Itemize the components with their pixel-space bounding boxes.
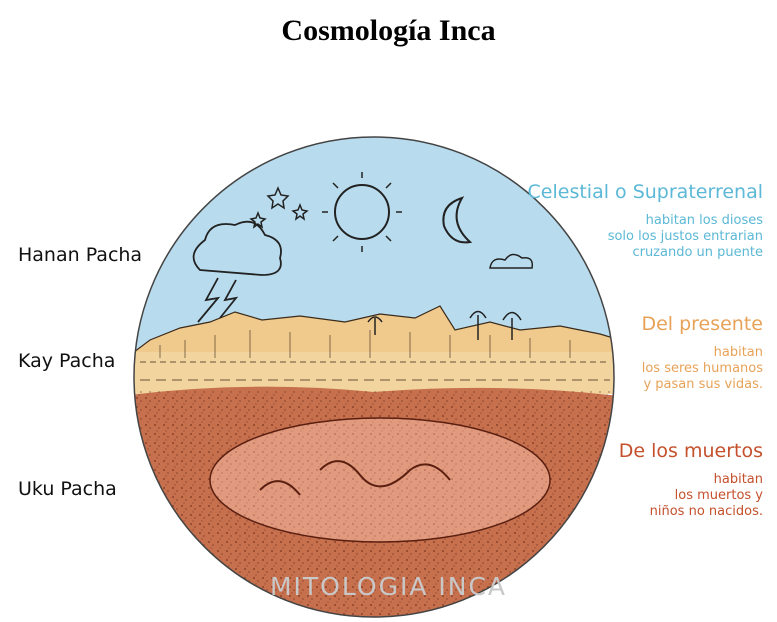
level-info-uku-pacha: De los muertos habitan los muertos y niñ… xyxy=(503,440,763,520)
description-line: y pasan sus vidas. xyxy=(503,377,763,393)
level-name-uku-pacha: Uku Pacha xyxy=(18,478,117,500)
description-line: los seres humanos xyxy=(503,361,763,377)
level-heading: De los muertos xyxy=(503,440,763,462)
description-line: cruzando un puente xyxy=(503,245,763,261)
description-line: habitan xyxy=(503,472,763,488)
description-line: los muertos y xyxy=(503,488,763,504)
level-description: habitan los seres humanos y pasan sus vi… xyxy=(503,345,763,393)
level-name-kay-pacha: Kay Pacha xyxy=(18,350,115,372)
level-description: habitan los dioses solo los justos entra… xyxy=(503,213,763,261)
level-description: habitan los muertos y niños no nacidos. xyxy=(503,472,763,520)
level-info-kay-pacha: Del presente habitan los seres humanos y… xyxy=(503,313,763,393)
description-line: habitan los dioses xyxy=(503,213,763,229)
description-line: niños no nacidos. xyxy=(503,504,763,520)
level-info-hanan-pacha: Celestial o Supraterrenal habitan los di… xyxy=(503,181,763,261)
description-line: solo los justos entrarian xyxy=(503,229,763,245)
level-name-hanan-pacha: Hanan Pacha xyxy=(18,244,142,266)
level-heading: Del presente xyxy=(503,313,763,335)
watermark: MITOLOGIA INCA xyxy=(0,572,777,601)
description-line: habitan xyxy=(503,345,763,361)
level-heading: Celestial o Supraterrenal xyxy=(503,181,763,203)
